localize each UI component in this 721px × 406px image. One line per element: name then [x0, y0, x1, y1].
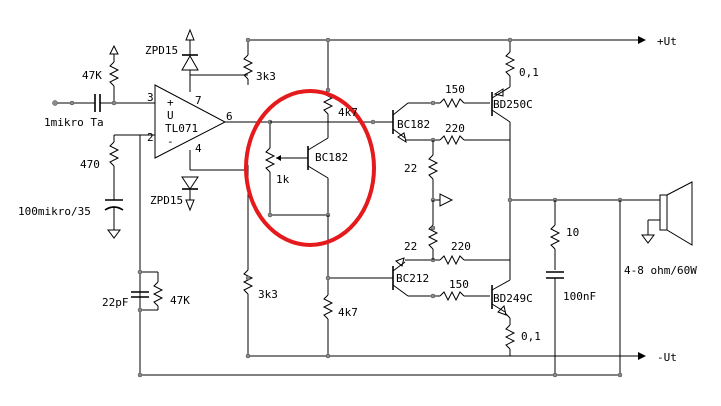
- label-r-150-bottom: 150: [449, 278, 469, 291]
- transistor-bc212: [370, 257, 433, 297]
- resistor-220-top: [430, 134, 510, 146]
- label-pin7: 7: [195, 94, 202, 107]
- label-r-22-top: 22: [404, 162, 417, 175]
- label-opamp-minus: -: [167, 135, 174, 148]
- resistor-150-bottom: [430, 290, 490, 302]
- label-r-22-bottom: 22: [404, 240, 417, 253]
- feedback-470-resistor: [108, 134, 140, 200]
- label-input-cap: 1mikro Ta: [44, 116, 104, 129]
- vbe-multiplier: [264, 119, 331, 218]
- label-r-01-bottom: 0,1: [521, 330, 541, 343]
- label-pin4: 4: [195, 142, 202, 155]
- label-r-150-top: 150: [445, 83, 465, 96]
- label-q-bd250c: BD250C: [493, 98, 533, 111]
- label-pin2: 2: [147, 131, 154, 144]
- transistor-bc182-driver: [370, 102, 433, 144]
- label-r-220-top: 220: [445, 122, 465, 135]
- label-pot-1k: 1k: [276, 173, 290, 186]
- label-r-10: 10: [566, 226, 579, 239]
- highlight-ellipse: [244, 89, 376, 247]
- label-q-bc212: BC212: [396, 272, 429, 285]
- label-cap-100mikro: 100mikro/35: [18, 205, 91, 218]
- speaker-return: [617, 200, 623, 378]
- label-opamp-name: TL071: [165, 122, 198, 135]
- label-cap-100nf: 100nF: [563, 290, 596, 303]
- resistor-4k7-bottom: [322, 215, 370, 356]
- label-r-470: 470: [80, 158, 100, 171]
- label-cap-22pf: 22pF: [102, 296, 129, 309]
- resistor-4k7-top: [270, 37, 370, 123]
- positive-rail: [248, 36, 646, 44]
- label-r-3k3-bottom: 3k3: [258, 288, 278, 301]
- resistor-01-bottom: [504, 318, 516, 356]
- label-zpd-bottom: ZPD15: [150, 194, 183, 207]
- ground-corner: [137, 353, 331, 378]
- cap-100nf: [546, 271, 564, 378]
- resistor-3k3-top: [242, 37, 254, 85]
- label-r-220-bottom: 220: [451, 240, 471, 253]
- label-q-bc182-mid: BC182: [315, 151, 348, 164]
- input-terminal: [52, 100, 95, 106]
- label-zpd-top: ZPD15: [145, 44, 178, 57]
- label-q-bc182-drv: BC182: [397, 118, 430, 131]
- cap-100mikro: [104, 199, 124, 239]
- resistor-220-bottom: [430, 254, 510, 266]
- label-opamp-plus: +: [167, 96, 174, 109]
- transistor-bd250c: [491, 80, 511, 200]
- resistor-22-bottom: [427, 200, 439, 260]
- transistor-bd249c: [491, 200, 511, 319]
- resistor-10: [549, 200, 561, 270]
- speaker: [641, 181, 693, 246]
- label-r-47k-bottom: 47K: [170, 294, 190, 307]
- label-r-01-top: 0,1: [519, 66, 539, 79]
- zener-top: [181, 28, 248, 76]
- opamp-tl071: [140, 75, 270, 170]
- label-q-bd249c: BD249C: [493, 292, 533, 305]
- resistor-22-top: [427, 140, 454, 207]
- negative-rail: [248, 352, 646, 360]
- label-pin6: 6: [226, 110, 233, 123]
- bias-47k-resistor: [108, 44, 120, 106]
- label-pin3: 3: [147, 91, 154, 104]
- resistor-47k-bottom: [152, 272, 164, 310]
- resistor-01-top: [504, 37, 516, 80]
- label-speaker: 4-8 ohm/60W: [624, 264, 697, 277]
- label-r-47k-top: 47K: [82, 69, 102, 82]
- label-r-3k3-top: 3k3: [256, 70, 276, 83]
- input-capacitor: [94, 94, 155, 112]
- output-line: [507, 197, 660, 203]
- label-r-4k7-bottom: 4k7: [338, 306, 358, 319]
- label-minus-ut: -Ut: [657, 351, 677, 364]
- zener-bottom: [181, 169, 248, 212]
- cap-22pf: [131, 269, 158, 313]
- resistor-150-top: [430, 97, 490, 109]
- resistor-3k3-bottom: [242, 165, 254, 356]
- label-r-4k7-top: 4k7: [338, 106, 358, 119]
- label-opamp-u: U: [167, 109, 174, 122]
- label-plus-ut: +Ut: [657, 35, 677, 48]
